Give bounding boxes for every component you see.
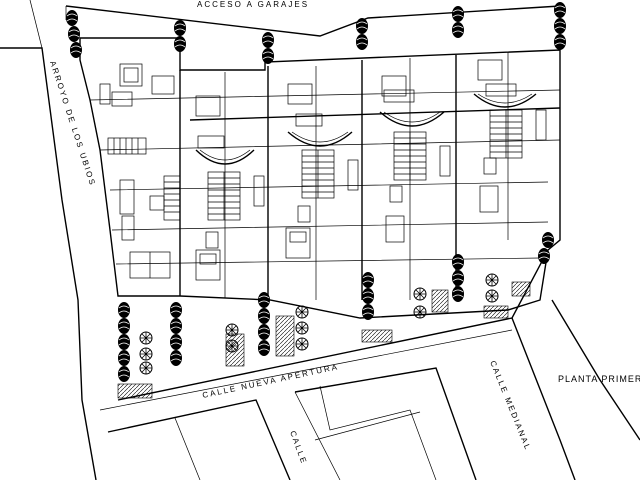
furniture-symbols — [99, 59, 547, 281]
label-calle-medianal: CALLE MEDIANAL — [488, 359, 532, 452]
curved-elements — [195, 93, 537, 165]
planter-symbols — [139, 273, 499, 375]
label-calle: CALLE — [288, 430, 309, 466]
label-arroyo: ARROYO DE LOS UBIOS — [48, 60, 97, 188]
stair-symbols — [107, 109, 523, 221]
label-acceso-garajes: ACCESO A GARAJES — [197, 0, 309, 9]
hatched-patios — [117, 281, 531, 399]
label-planta-primera: PLANTA PRIMERA — [558, 374, 640, 384]
